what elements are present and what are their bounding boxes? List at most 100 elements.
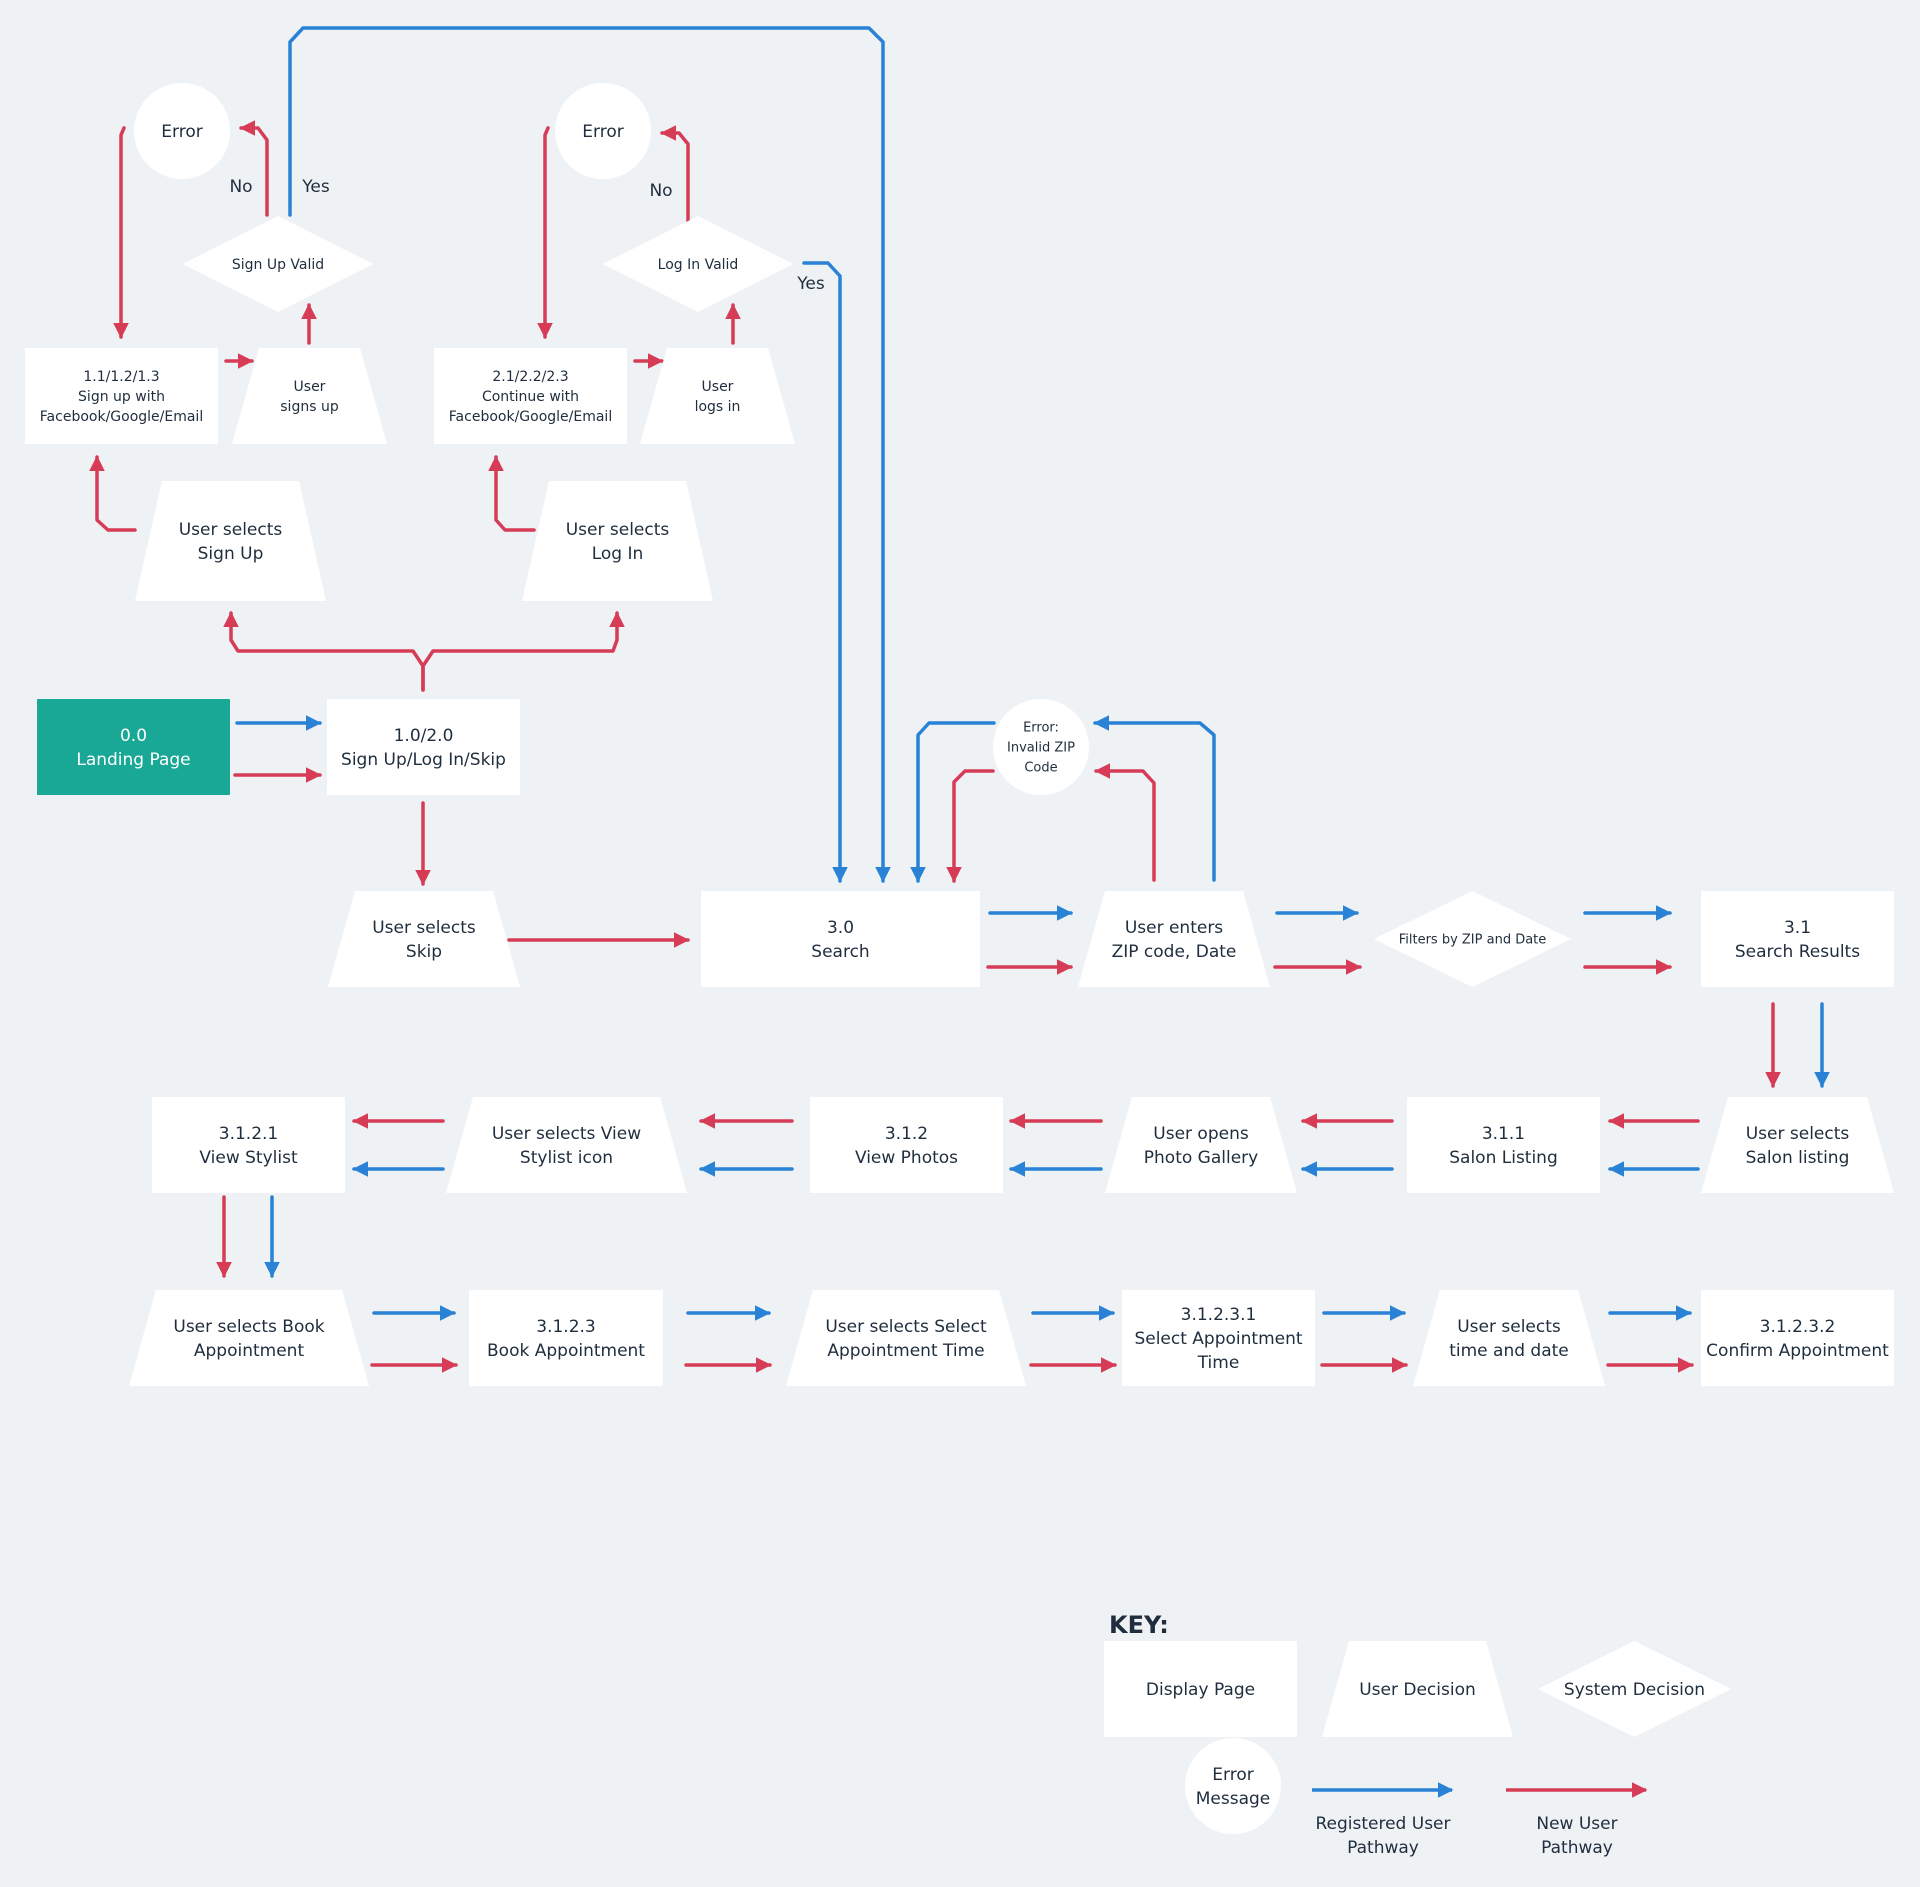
node-label-line: Facebook/Google/Email [40, 409, 203, 425]
decision-label-signup-no: No [229, 177, 252, 197]
node-label-line: Pathway [1541, 1838, 1613, 1858]
node-label-line: User selects [372, 918, 476, 938]
new-user-flow-arrow [421, 611, 625, 692]
node-label-line: Sign Up [198, 544, 264, 564]
node-label-line: 0.0 [120, 726, 147, 746]
node-label-line: Landing Page [76, 750, 190, 770]
node-label-line: User opens [1153, 1124, 1249, 1144]
key-system-decision: System Decision [1538, 1641, 1731, 1737]
decision-label-signup-yes: Yes [301, 177, 330, 197]
node-label-line: Error [161, 122, 202, 142]
node-label-line: 3.1.2.3.1 [1181, 1305, 1257, 1325]
node-label-line: Search Results [1735, 942, 1860, 962]
node-label-line: Filters by ZIP and Date [1399, 933, 1547, 948]
node-label-line: Pathway [1347, 1838, 1419, 1858]
node-label-line: time and date [1449, 1341, 1569, 1361]
node-label-line: User selects [1746, 1124, 1850, 1144]
registered-flow-arrow [910, 721, 996, 883]
node-label-line: User selects Select [825, 1317, 987, 1337]
node-label-line: View Photos [855, 1148, 958, 1168]
node-label-line: 3.1.2.1 [219, 1124, 278, 1144]
node-label-line: User selects Book [173, 1317, 324, 1337]
node-label-line: 3.1.1 [1482, 1124, 1525, 1144]
new-user-flow-arrow [660, 125, 690, 223]
node-label-line: Time [1197, 1353, 1240, 1373]
node-label-line: Skip [406, 942, 442, 962]
node-label-line: 3.1 [1784, 918, 1811, 938]
decision-label-login-yes: Yes [796, 274, 825, 294]
new-user-flow-arrow [946, 769, 995, 883]
node-label-line: 1.0/2.0 [394, 726, 454, 746]
node-label-line: Message [1196, 1789, 1271, 1809]
node-label-line: logs in [695, 399, 741, 415]
node-label-line: Select Appointment [1134, 1329, 1302, 1349]
node-label-line: Code [1024, 761, 1057, 776]
registered-flow-arrow [1093, 715, 1216, 882]
node-label-line: Continue with [482, 389, 579, 405]
node-label-line: User [702, 379, 734, 395]
node-label-line: User [294, 379, 326, 395]
node-label-line: ZIP code, Date [1112, 942, 1237, 962]
node-label-line: Photo Gallery [1144, 1148, 1258, 1168]
node-label-line: System Decision [1564, 1680, 1705, 1700]
node-label-line: Search [811, 942, 869, 962]
node-label-line: Salon Listing [1449, 1148, 1558, 1168]
node-label-line: Book Appointment [487, 1341, 645, 1361]
node-label-line: Log In [592, 544, 644, 564]
node-label-line: Sign Up Valid [232, 257, 324, 273]
node-label-line: Appointment [194, 1341, 305, 1361]
node-label-line: Sign Up/Log In/Skip [341, 750, 506, 770]
node-label-line: Error: [1023, 721, 1059, 736]
new-user-flow-arrow [89, 455, 137, 532]
decision-label-login-no: No [649, 181, 672, 201]
node-label-line: 2.1/2.2/2.3 [492, 369, 568, 385]
node-label-line: User Decision [1359, 1680, 1476, 1700]
node-label-line: 3.1.2.3 [536, 1317, 595, 1337]
node-label-line: View Stylist [199, 1148, 298, 1168]
key-display-page: Display Page [1104, 1641, 1297, 1737]
node-label-line: User selects [179, 520, 283, 540]
key-user-decision: User Decision [1322, 1641, 1513, 1737]
new-user-flow-arrow [239, 120, 269, 217]
node-label-line: User selects [566, 520, 670, 540]
new-user-flow-arrow [1094, 763, 1156, 882]
node-label-line: Sign up with [78, 389, 165, 405]
node-label-line: signs up [280, 399, 339, 415]
node-label-line: Invalid ZIP [1007, 741, 1075, 756]
new-user-flow-arrow [223, 611, 425, 692]
node-user-logs-in: User logs in [640, 348, 795, 444]
node-label-line: 1.1/1.2/1.3 [83, 369, 159, 385]
new-user-flow-arrow [113, 126, 129, 339]
node-label-line: 3.1.2.3.2 [1760, 1317, 1836, 1337]
key-title: KEY: [1109, 1611, 1169, 1639]
node-label-line: Facebook/Google/Email [449, 409, 612, 425]
node-label-line: User selects View [492, 1124, 641, 1144]
node-label-line: New User [1536, 1814, 1617, 1834]
new-user-flow-arrow [537, 126, 553, 339]
